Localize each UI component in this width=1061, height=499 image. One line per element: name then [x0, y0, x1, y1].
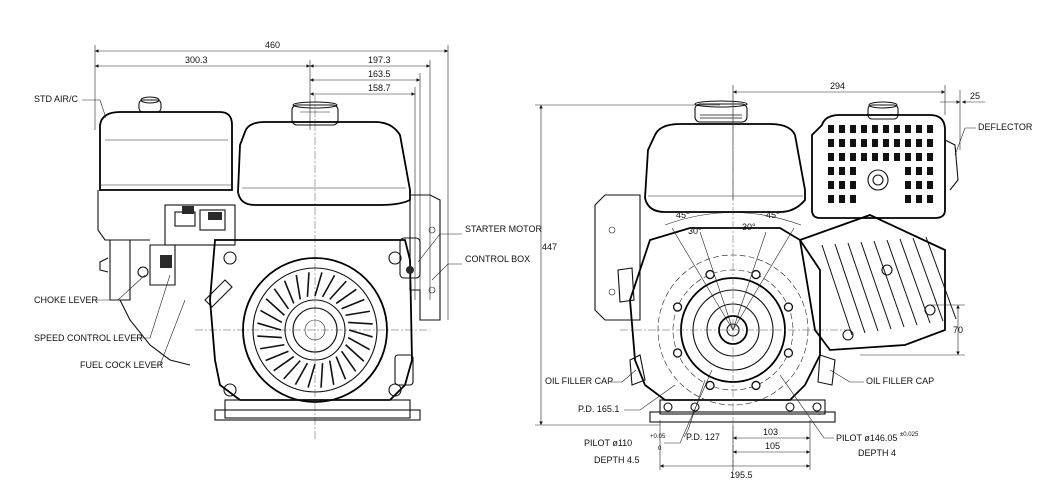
- dim-294: 294: [830, 81, 845, 91]
- dim-447: 447: [542, 242, 557, 252]
- dim-158-7: 158.7: [368, 83, 391, 93]
- oil-filler-caps: [617, 267, 836, 386]
- angle-right-30: 30°: [742, 222, 756, 232]
- label-pd-127: P.D. 127: [686, 432, 720, 442]
- label-depth-left: DEPTH 4.5: [594, 455, 640, 465]
- flywheel-slots: [257, 272, 373, 388]
- label-pilot-right-tol: ±0.025: [900, 432, 919, 438]
- crankcase: [629, 227, 836, 423]
- label-depth-right: DEPTH 4: [858, 448, 896, 458]
- left-side-view: STD AIR/C STARTER MOTOR CONTROL BOX CHOK…: [34, 40, 543, 440]
- dim-197-3: 197.3: [368, 55, 391, 65]
- label-pilot-left-tol-lower: 0: [658, 446, 662, 452]
- dim-105: 105: [765, 441, 780, 451]
- angle-left-30: 30°: [688, 226, 702, 236]
- fuel-tank: [237, 101, 411, 206]
- label-pilot-left: PILOT ø110: [584, 438, 632, 448]
- angle-left-45: 45°: [676, 210, 690, 220]
- label-control-box: CONTROL BOX: [465, 254, 530, 264]
- label-pd-165-1: P.D. 165.1: [578, 404, 619, 414]
- fuel-tank-front: [644, 100, 806, 213]
- control-box: [409, 194, 441, 321]
- label-fuel-cock-lever: FUEL COCK LEVER: [80, 360, 164, 370]
- dim-300-3: 300.3: [185, 55, 208, 65]
- dim-70: 70: [953, 325, 963, 335]
- starter-motor: [399, 237, 421, 279]
- louver-grid: [828, 125, 933, 203]
- left-top-dimensions: [94, 45, 449, 320]
- label-pilot-right: PILOT ø146.05: [836, 433, 897, 443]
- label-starter-motor: STARTER MOTOR: [465, 224, 543, 234]
- label-deflector: DEFLECTOR: [978, 122, 1033, 132]
- dim-460: 460: [265, 40, 280, 50]
- flywheel-cover: [209, 239, 421, 421]
- dim-103: 103: [763, 427, 778, 437]
- label-pilot-left-tol-upper: +0.05: [650, 434, 666, 440]
- cylinder-fins: [798, 214, 957, 351]
- air-cleaner-front: [811, 101, 959, 219]
- right-front-view: 447 294 25 DEFLECTOR: [535, 81, 1033, 480]
- label-std-air-c: STD AIR/C: [34, 94, 79, 104]
- label-choke-lever: CHOKE LEVER: [34, 295, 99, 305]
- air-cleaner-box: [97, 96, 233, 241]
- angle-right-45: 45°: [766, 210, 780, 220]
- label-oil-filler-cap-right: OIL FILLER CAP: [866, 376, 934, 386]
- dim-25: 25: [970, 91, 980, 101]
- label-speed-control-lever: SPEED CONTROL LEVER: [34, 333, 143, 343]
- dim-163-5: 163.5: [368, 69, 391, 79]
- label-oil-filler-cap-left: OIL FILLER CAP: [545, 376, 613, 386]
- dim-195-5: 195.5: [730, 470, 753, 480]
- carburetor-area: [99, 204, 236, 366]
- control-box-front: [594, 194, 641, 321]
